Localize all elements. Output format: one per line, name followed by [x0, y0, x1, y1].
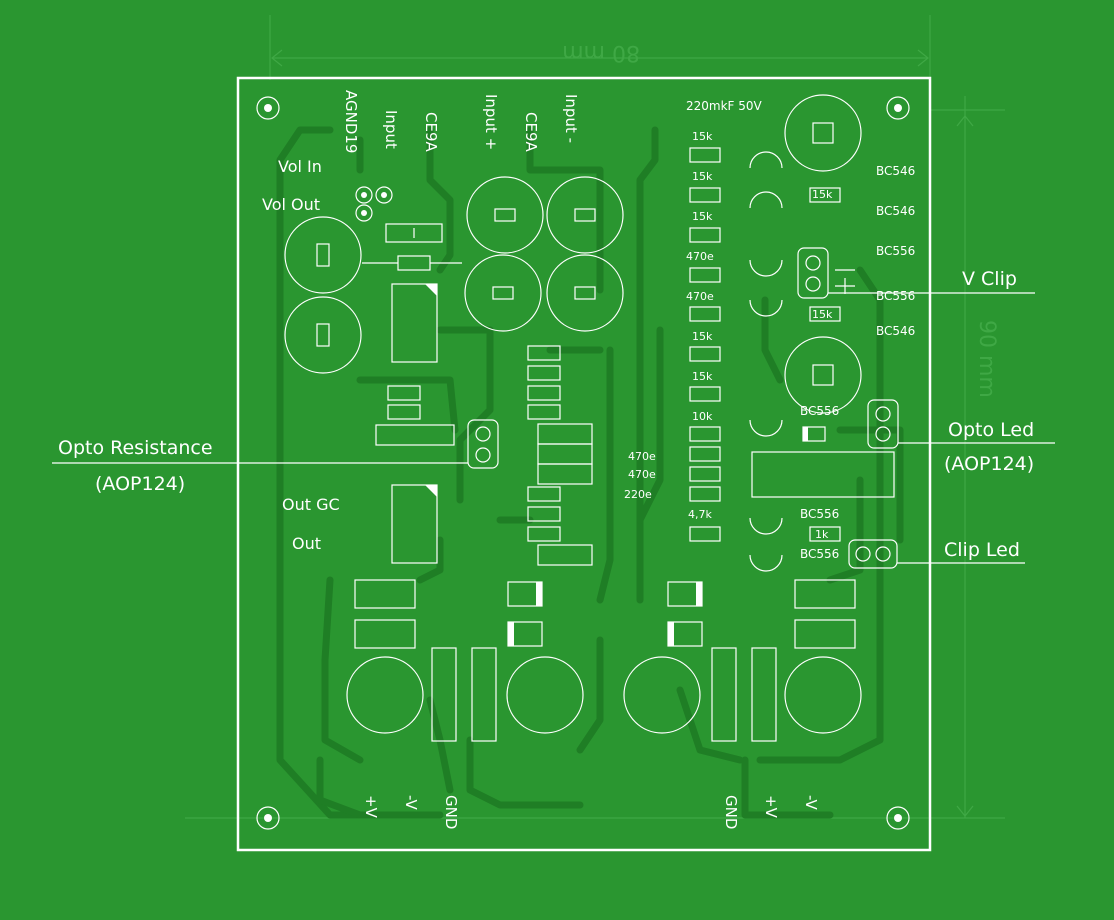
- copper-traces: [276, 126, 904, 819]
- transistor-label: BC556: [876, 244, 915, 258]
- resistor-label: 15k: [692, 130, 713, 143]
- resistor-label: 220e: [624, 488, 652, 501]
- mounting-hole: [886, 96, 910, 120]
- transistor-label: BC546: [876, 204, 915, 218]
- transistor-label: BC556: [800, 547, 839, 561]
- resistor-label: 10k: [692, 410, 713, 423]
- connector-label: Input +: [482, 94, 500, 150]
- vol-in-label: Vol In: [278, 157, 322, 176]
- resistor-labels: 15k 15k 15k 470e 470e 15k 15k 10k 470e 4…: [624, 130, 833, 541]
- v-clip-pads: [797, 247, 829, 299]
- resistor-label: 470e: [686, 250, 714, 263]
- vol-out-label: Vol Out: [262, 195, 320, 214]
- width-dimension: 80 mm: [562, 40, 640, 65]
- connector-label: Input: [382, 110, 400, 149]
- opto-resistance-sub-callout: (AOP124): [95, 473, 185, 495]
- power-labels: +V -V GND GND +V -V: [362, 795, 820, 829]
- dimension-lines: 80 mm 90 mm: [185, 15, 1005, 819]
- transistor-label: BC556: [876, 289, 915, 303]
- resistor-label: 470e: [628, 468, 656, 481]
- board-outline: [236, 76, 932, 852]
- mounting-hole: [886, 806, 910, 830]
- connector-label: CE9A: [522, 112, 540, 152]
- opto-led-callout: Opto Led: [948, 419, 1034, 441]
- mounting-hole: [256, 96, 280, 120]
- electrolytic-capacitor: [284, 296, 362, 374]
- components-left: [362, 223, 593, 566]
- ic-chip: [391, 484, 438, 564]
- out-label: Out: [292, 534, 321, 553]
- resistor-label: 15k: [692, 370, 713, 383]
- transistor-label: BC556: [800, 507, 839, 521]
- mounting-holes: [256, 96, 910, 830]
- opto-led-pads: [867, 399, 899, 449]
- electrolytic-capacitor: [284, 216, 362, 294]
- transistors: [749, 151, 783, 572]
- resistor-label: 470e: [628, 450, 656, 463]
- power-label: +V: [362, 795, 380, 819]
- out-gc-label: Out GC: [282, 495, 340, 514]
- connector-labels: AGND19 Input CE9A Input + CE9A Input -: [342, 90, 580, 153]
- electrolytic-capacitor: [464, 254, 542, 332]
- power-label: GND: [722, 795, 740, 829]
- connector-label: CE9A: [422, 112, 440, 152]
- power-label: GND: [442, 795, 460, 829]
- transistor-label: BC546: [876, 324, 915, 338]
- opto-resistance-callout: Opto Resistance: [58, 437, 213, 459]
- resistor-label: 4,7k: [688, 508, 712, 521]
- mounting-hole: [256, 806, 280, 830]
- electrolytic-capacitor: [784, 336, 862, 414]
- resistor-label: 15k: [692, 330, 713, 343]
- power-label: +V: [762, 795, 780, 819]
- electrolytic-capacitor: [784, 94, 862, 172]
- clip-led-pads: [848, 539, 898, 569]
- height-dimension: 90 mm: [974, 320, 999, 398]
- v-clip-callout: V Clip: [962, 268, 1017, 290]
- resistor-label: 15k: [692, 170, 713, 183]
- resistor-label: 15k: [812, 188, 833, 201]
- resistor-label: 470e: [686, 290, 714, 303]
- resistor-label: 15k: [812, 308, 833, 321]
- transistor-label: BC546: [876, 164, 915, 178]
- clip-led-callout: Clip Led: [944, 539, 1020, 561]
- film-capacitor: [751, 451, 895, 498]
- ic-chip: [391, 283, 438, 363]
- electrolytic-capacitor: [466, 176, 544, 254]
- resistors-right: [689, 147, 841, 542]
- electrolytic-capacitor: [546, 254, 624, 332]
- transistor-labels: BC546 BC546 BC556 BC556 BC546 BC556 BC55…: [800, 164, 915, 561]
- power-label: -V: [402, 795, 420, 811]
- opto-led-sub-callout: (AOP124): [944, 453, 1034, 475]
- resistor-label: 15k: [692, 210, 713, 223]
- electrolytic-capacitor: [546, 176, 624, 254]
- power-section: [346, 579, 862, 742]
- power-label: -V: [802, 795, 820, 811]
- opto-resistance-pads: [467, 419, 499, 469]
- cap-rating-label: 220mkF 50V: [686, 99, 763, 113]
- capacitors-left: [284, 176, 624, 374]
- vol-connector: [355, 186, 393, 222]
- connector-label: Input -: [562, 94, 580, 143]
- connector-label: AGND19: [342, 90, 360, 153]
- resistor-label: 1k: [815, 528, 829, 541]
- transistor-label: BC556: [800, 404, 839, 418]
